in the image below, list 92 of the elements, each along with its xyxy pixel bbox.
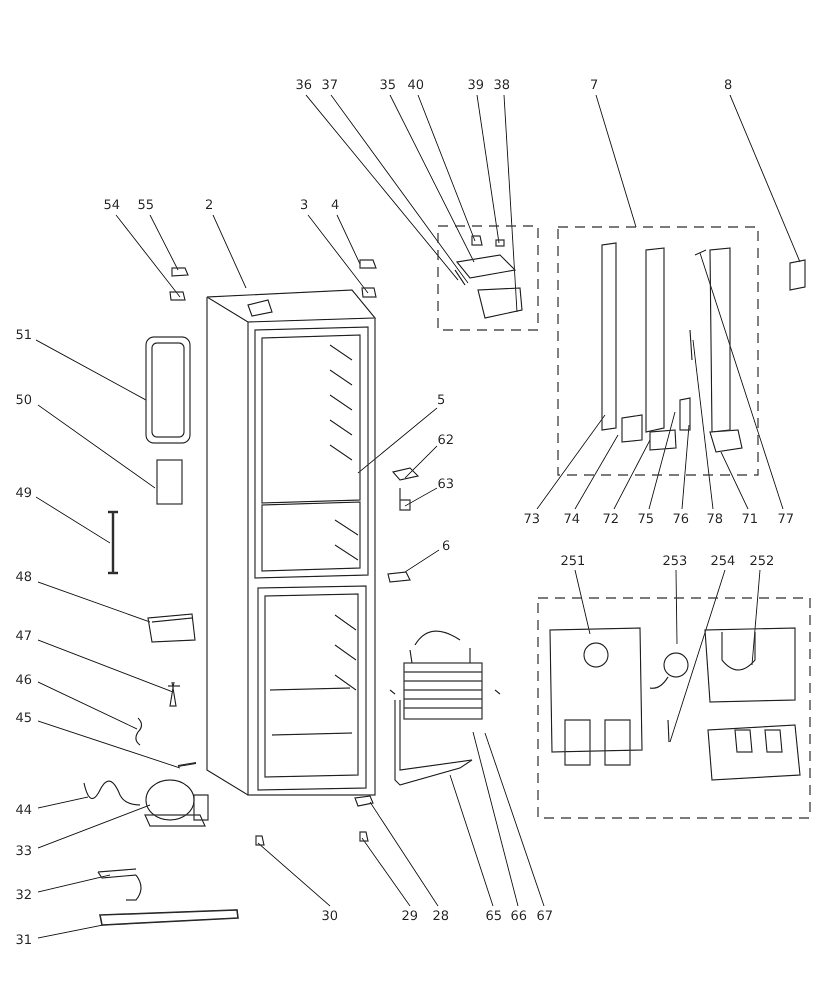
callout-number: 32	[16, 888, 32, 902]
callout-number: 77	[778, 512, 794, 526]
callout-number: 75	[638, 512, 654, 526]
leader-line	[536, 414, 606, 510]
leader-line	[720, 452, 748, 510]
callout-number: 37	[322, 78, 338, 92]
leader-line	[574, 570, 590, 634]
leader-line	[670, 570, 726, 742]
leader-line	[418, 94, 476, 242]
leader-line	[574, 434, 618, 510]
leader-line	[700, 252, 784, 510]
leader-line	[306, 94, 458, 280]
callout-number: 251	[560, 554, 586, 568]
callout-number: 6	[442, 538, 450, 554]
callout-number: 72	[602, 512, 620, 526]
callout-number: 3	[300, 198, 308, 212]
leader-line	[150, 214, 178, 270]
callout-number: 7	[590, 78, 598, 92]
callout-number: 28	[432, 908, 450, 924]
leader-line	[692, 340, 714, 510]
callout-number: 252	[750, 554, 774, 568]
callout-number: 29	[402, 908, 418, 924]
callout-number: 31	[16, 932, 32, 948]
leader-line	[38, 640, 174, 692]
leader-line	[676, 570, 678, 644]
leader-line	[504, 94, 518, 312]
leader-line	[404, 446, 438, 478]
callout-number: 62	[438, 432, 454, 448]
callout-number: 76	[672, 512, 690, 526]
leader-line	[38, 720, 180, 768]
leader-line	[212, 214, 246, 288]
callout-number: 30	[322, 908, 338, 924]
callout-number: 44	[16, 802, 32, 818]
callout-number: 51	[16, 328, 32, 342]
leader-line	[38, 796, 88, 808]
callout-number: 67	[536, 908, 554, 924]
callout-number: 2	[205, 198, 214, 212]
leader-line	[484, 732, 544, 906]
leader-line	[682, 424, 690, 510]
callout-number: 4	[331, 198, 340, 212]
leader-line	[336, 214, 360, 264]
leader-line	[362, 838, 410, 906]
leader-line	[370, 802, 438, 906]
callout-number: 36	[296, 78, 312, 92]
leader-line	[596, 94, 636, 228]
callout-number: 74	[564, 512, 580, 526]
leader-line	[38, 404, 156, 488]
leader-line	[330, 94, 468, 284]
callout-number: 65	[486, 908, 502, 924]
callout-number: 55	[138, 198, 154, 212]
leader-line	[614, 440, 650, 510]
callout-number: 71	[742, 512, 758, 526]
leader-line	[308, 214, 368, 294]
leader-line	[36, 340, 146, 400]
callout-number: 78	[706, 512, 724, 526]
leader-line	[404, 488, 438, 506]
leader-line	[358, 408, 438, 474]
callout-number: 8	[724, 78, 732, 92]
leader-line	[450, 774, 494, 906]
callout-number: 5	[437, 392, 446, 408]
callout-number: 33	[16, 844, 32, 858]
callout-number: 73	[524, 512, 540, 526]
callout-number: 46	[16, 672, 32, 688]
leader-line	[648, 412, 676, 510]
callout-number: 35	[380, 78, 396, 92]
callout-number: 50	[16, 392, 32, 408]
leader-line	[116, 214, 180, 298]
callout-number: 49	[16, 486, 32, 500]
callout-number: 45	[16, 710, 32, 726]
callout-number: 54	[104, 198, 120, 212]
leader-line	[258, 842, 330, 906]
callout-number: 48	[16, 570, 32, 584]
leader-line	[404, 550, 440, 572]
leader-line	[38, 924, 104, 938]
leader-line	[390, 94, 474, 262]
callout-number: 39	[468, 78, 484, 92]
callout-number: 38	[494, 78, 510, 92]
callout-number: 66	[510, 908, 528, 924]
leader-line	[38, 682, 138, 730]
leader-line	[752, 570, 760, 666]
leader-line	[38, 582, 150, 622]
leader-line	[38, 804, 150, 848]
callout-number: 254	[710, 554, 736, 568]
callout-number: 40	[408, 78, 424, 92]
leader-line	[476, 94, 500, 244]
callout-number: 253	[662, 554, 688, 568]
leader-line	[38, 874, 110, 892]
callout-number: 47	[16, 628, 32, 644]
leader-line	[472, 732, 518, 906]
leader-line	[36, 496, 110, 544]
callout-number: 63	[438, 476, 454, 492]
leader-line	[730, 94, 800, 262]
